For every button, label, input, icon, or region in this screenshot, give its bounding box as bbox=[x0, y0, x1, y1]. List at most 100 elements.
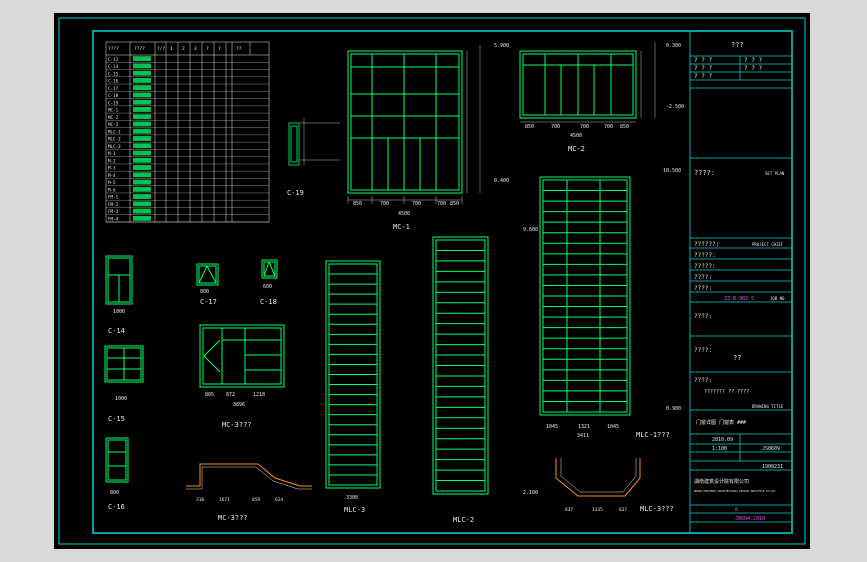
mc2-width: 4500 bbox=[570, 133, 582, 139]
sheet-number: 8 bbox=[735, 507, 738, 513]
schedule-row-fill bbox=[133, 201, 151, 207]
mc3-width: 3896 bbox=[233, 402, 245, 408]
mlc3-plan bbox=[555, 458, 641, 497]
schedule-row-code: FM-3 bbox=[108, 209, 119, 214]
schedule-row-code: M-4 bbox=[108, 173, 116, 178]
mlc1-seg-1: 1321 bbox=[578, 424, 590, 430]
schedule-row-fill bbox=[133, 215, 151, 221]
c15-width: 1000 bbox=[115, 396, 127, 402]
mlc3plan-seg-0: 837 bbox=[565, 507, 573, 513]
mc3-seg-0: 805 bbox=[205, 392, 214, 398]
schedule-header-1: ???? bbox=[134, 46, 145, 52]
schedule-header-5: 3 bbox=[194, 46, 197, 52]
mlc2-elev-bottom: 2.100 bbox=[523, 490, 538, 496]
schedule-rows: C-13C-14C-15C-16C-17C-18C-19MC-1MC-2MC-3… bbox=[106, 56, 269, 223]
schedule-row-fill bbox=[133, 56, 151, 62]
schedule-row-code: C-13 bbox=[108, 57, 119, 62]
mc2-elev-bottom: -2.500 bbox=[666, 104, 684, 110]
mc1-width: 4500 bbox=[398, 211, 410, 217]
title-block bbox=[689, 31, 792, 533]
schedule-row-code: MC-2 bbox=[108, 115, 119, 120]
schedule-header-3: 1 bbox=[170, 46, 173, 52]
title-row-3: ? ? ? bbox=[694, 65, 712, 72]
window-c14 bbox=[105, 255, 133, 305]
mc3plan-seg-0: 310 bbox=[196, 497, 204, 503]
mlc3-width: 3300 bbox=[346, 495, 358, 501]
window-c18 bbox=[261, 259, 278, 279]
schedule-row-fill bbox=[133, 85, 151, 91]
project-label: ??????: bbox=[694, 241, 719, 248]
mc2-seg-2: 700 bbox=[580, 124, 589, 130]
label-mc3q2: MC-3??? bbox=[218, 514, 248, 522]
mlc1-seg-2: 1045 bbox=[607, 424, 619, 430]
c16-width: 800 bbox=[110, 490, 119, 496]
mc3plan-seg-2: 859 bbox=[252, 497, 260, 503]
schedule-row-code: C-18 bbox=[108, 93, 119, 98]
label-c15: C-15 bbox=[108, 415, 125, 423]
schedule-row-code: MLC-1 bbox=[108, 129, 121, 134]
drawing-number: ZZ-B-902-5 bbox=[724, 296, 754, 302]
window-c17 bbox=[196, 263, 219, 286]
project-en: PROJECT CHIEF bbox=[752, 242, 784, 247]
mc1-seg-3: 700 bbox=[437, 201, 446, 207]
mc1-seg-1: 700 bbox=[380, 201, 389, 207]
mc2-elev-top: 0.300 bbox=[666, 43, 681, 49]
schedule-row-code: M-6 bbox=[108, 187, 116, 192]
window-mlc2 bbox=[432, 236, 489, 495]
schedule-row-fill bbox=[133, 99, 151, 105]
row2-label: ?????: bbox=[694, 252, 716, 259]
schedule-row-code: MLC-3 bbox=[108, 144, 121, 149]
schedule-row-fill bbox=[133, 128, 151, 134]
mlc1-dim-text: 1045 1321 1045 3411 MLC-1??? 10.500 0.90… bbox=[523, 168, 681, 496]
title-block-title: ??? bbox=[731, 41, 744, 49]
label-mc3q: MC-3??? bbox=[222, 421, 252, 429]
mlc3plan-seg-2: 837 bbox=[619, 507, 627, 513]
schedule-row-code: MC-1 bbox=[108, 108, 119, 113]
c18-width: 600 bbox=[263, 284, 272, 290]
door-mc3 bbox=[199, 324, 285, 388]
door-mc2 bbox=[519, 50, 637, 119]
mc2-seg-1: 700 bbox=[551, 124, 560, 130]
mc3-plan bbox=[186, 463, 312, 490]
c19-dims bbox=[300, 118, 340, 165]
mc1-dim-text: 850 700 700 700 850 4500 MC-1 5.900 0.40… bbox=[353, 43, 509, 231]
mlc1-width: 3411 bbox=[577, 433, 589, 439]
schedule-row-code: C-14 bbox=[108, 64, 119, 69]
schedule-row-fill bbox=[133, 143, 151, 149]
design-en: SET PLAN bbox=[765, 171, 785, 176]
schedule-header-0: ???? bbox=[108, 46, 119, 52]
label-c16: C-16 bbox=[108, 503, 125, 511]
mlc1-elev-bottom: 0.900 bbox=[666, 406, 681, 412]
schedule-row-fill bbox=[133, 194, 151, 200]
mc2-seg-3: 700 bbox=[604, 124, 613, 130]
label-mlc2: MLC-2 bbox=[453, 516, 474, 524]
schedule-row-fill bbox=[133, 107, 151, 112]
door-mc1 bbox=[347, 50, 463, 194]
schedule-row-fill bbox=[133, 172, 151, 178]
content-value: ??????? ?? ???? bbox=[704, 389, 749, 395]
schedule-row-fill bbox=[133, 179, 151, 185]
code-value: J8604.2010 bbox=[735, 516, 765, 522]
schedule-row-fill bbox=[133, 70, 151, 76]
mc3plan-seg-1: 1671 bbox=[219, 497, 230, 503]
schedule-header-7: ? bbox=[218, 46, 221, 52]
page-value: JS0609 bbox=[762, 446, 780, 452]
schedule-row-code: C-19 bbox=[108, 100, 119, 105]
c17-width: 800 bbox=[200, 289, 209, 295]
schedule-row-code: C-15 bbox=[108, 71, 119, 76]
schedule-header-4: 2 bbox=[182, 46, 185, 52]
mlc1-seg-0: 1045 bbox=[546, 424, 558, 430]
schedule-row-code: M-5 bbox=[108, 180, 116, 185]
door-window-schedule bbox=[105, 41, 270, 223]
schedule-header-8: ?? bbox=[236, 46, 242, 52]
mc3-seg-1: 872 bbox=[226, 392, 235, 398]
drawing-sheet-bg bbox=[54, 13, 810, 549]
schedule-row-code: MLC-2 bbox=[108, 137, 121, 142]
schedule-header-6: ? bbox=[206, 46, 209, 52]
schedule-row-fill bbox=[133, 63, 151, 69]
schedule-row-code: C-16 bbox=[108, 79, 119, 84]
mc1-dims bbox=[347, 45, 481, 204]
mc1-elev-bottom: 0.400 bbox=[494, 178, 509, 184]
schedule-row-fill bbox=[133, 77, 151, 83]
